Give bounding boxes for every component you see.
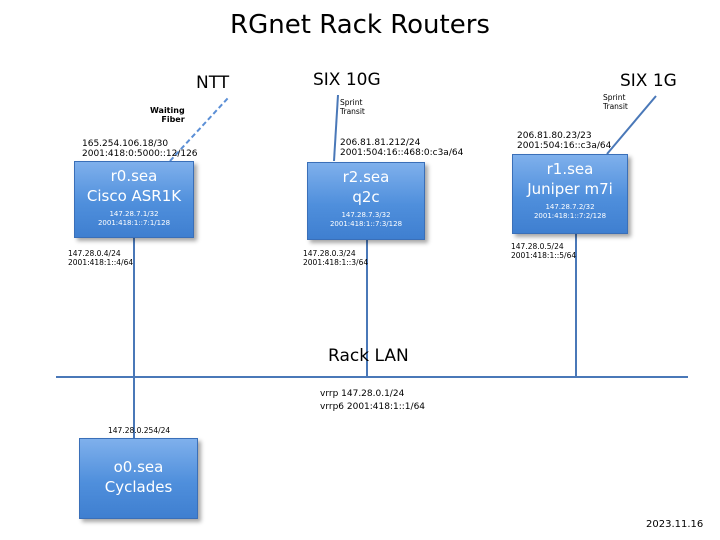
console-name: o0.sea [113,458,164,476]
router-model: q2c [352,188,380,206]
router-r2-box: r2.sea q2c 147.28.7.3/32 2001:418:1::7:3… [307,162,425,240]
vrrp-ipv4: vrrp 147.28.0.1/24 [320,389,405,399]
ntt-uplink-dashed [169,97,229,162]
router-name: r2.sea [342,168,390,186]
router-loopback: 147.28.7.3/32 2001:418:1::7:3/128 [308,211,424,229]
router-r0-box: r0.sea Cisco ASR1K 147.28.7.1/32 2001:41… [74,161,194,238]
r2-uplink-addresses: 206.81.81.212/24 2001:504:16::468:0:c3a/… [340,138,463,158]
r0-uplink-ipv4: 165.254.106.18/30 [82,139,169,149]
loopback-ipv4: 147.28.7.2/32 [545,203,595,211]
r2-lan-addresses: 147.28.0.3/24 2001:418:1::3/64 [303,249,368,267]
rack-lan-label: Rack LAN [328,346,409,366]
six1g-uplink [606,95,657,155]
router-loopback: 147.28.7.2/32 2001:418:1::7:2/128 [513,203,627,221]
r0-uplink-addresses: 165.254.106.18/30 2001:418:0:5000::12/12… [82,139,198,159]
router-loopback: 147.28.7.1/32 2001:418:1::7:1/128 [75,210,193,228]
r2-lan-ipv4: 147.28.0.3/24 [303,249,356,258]
router-r1-box: r1.sea Juniper m7i 147.28.7.2/32 2001:41… [512,154,628,234]
r0-lan-ipv4: 147.28.0.4/24 [68,249,121,258]
loopback-ipv6: 2001:418:1::7:1/128 [97,219,171,227]
six1g-label: SIX 1G [620,71,677,91]
ntt-label: NTT [196,73,230,93]
r2-uplink-ipv4: 206.81.81.212/24 [340,138,421,148]
six10g-uplink [333,94,339,162]
router-name: r1.sea [546,160,594,178]
sprint-transit-note-six1g: Sprint Transit [603,93,628,111]
r2-lan-ipv6: 2001:418:1::3/64 [303,258,369,267]
loopback-ipv4: 147.28.7.1/32 [109,210,159,218]
waiting-fiber-line2: Fiber [161,115,185,124]
sprint-transit-line1: Sprint [603,93,626,102]
r0-uplink-ipv6: 2001:418:0:5000::12/126 [82,149,198,159]
r2-uplink-ipv6: 2001:504:16::468:0:c3a/64 [340,148,464,158]
diagram-date: 2023.11.16 [646,519,704,530]
console-model: Cyclades [104,478,173,496]
r1-uplink-addresses: 206.81.80.23/23 2001:504:16::c3a/64 [517,131,611,151]
loopback-ipv6: 2001:418:1::7:2/128 [533,212,607,220]
loopback-ipv6: 2001:418:1::7:3/128 [329,220,403,228]
r1-uplink-ipv6: 2001:504:16::c3a/64 [517,141,612,151]
r1-lan-ipv4: 147.28.0.5/24 [511,242,564,251]
vrrp-addresses: vrrp 147.28.0.1/24 vrrp6 2001:418:1::1/6… [320,388,425,414]
diagram-title: RGnet Rack Routers [230,10,490,40]
sprint-transit-line1: Sprint [340,98,363,107]
r0-lan-addresses: 147.28.0.4/24 2001:418:1::4/64 [68,249,133,267]
router-name: r0.sea [110,167,158,185]
sprint-transit-line2: Transit [340,107,365,116]
waiting-fiber-line1: Waiting [150,106,185,115]
vrrp-ipv6: vrrp6 2001:418:1::1/64 [320,402,426,412]
console-o0-box: o0.sea Cyclades [79,438,198,519]
sprint-transit-line2: Transit [603,102,628,111]
r1-lan-ipv6: 2001:418:1::5/64 [511,251,577,260]
sprint-transit-note-six10g: Sprint Transit [340,98,365,116]
waiting-fiber-note: Waiting Fiber [150,106,185,124]
r1-lan-addresses: 147.28.0.5/24 2001:418:1::5/64 [511,242,576,260]
six10g-label: SIX 10G [313,70,381,90]
console-lan-address: 147.28.0.254/24 [108,426,171,435]
router-model: Juniper m7i [527,180,613,198]
loopback-ipv4: 147.28.7.3/32 [341,211,391,219]
router-model: Cisco ASR1K [86,187,182,205]
r1-uplink-ipv4: 206.81.80.23/23 [517,131,592,141]
r0-lan-ipv6: 2001:418:1::4/64 [68,258,134,267]
